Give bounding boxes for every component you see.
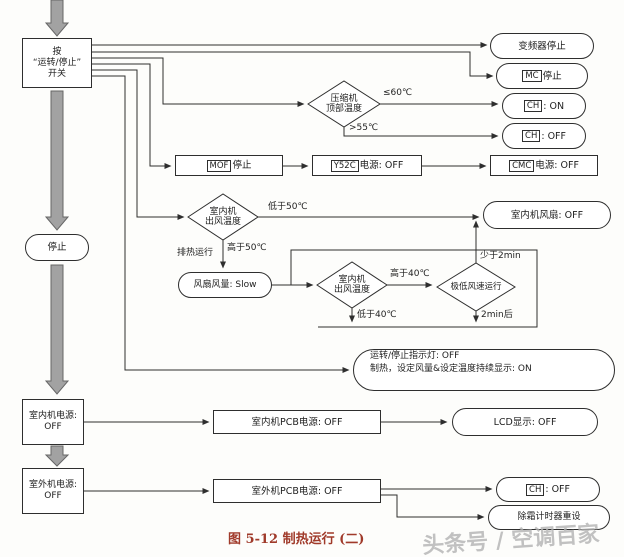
- node-label: 室外机PCB电源: OFF: [251, 485, 343, 497]
- node-label: 顶部温度: [325, 104, 362, 114]
- node-label: 室内机: [338, 274, 366, 285]
- diamond-label-outlet-temp-1: 室内机 出风温度: [190, 196, 256, 238]
- node-label: 除霜计时器重设: [517, 512, 581, 522]
- diamond-outlet-temp-1: [187, 193, 259, 241]
- node-label: OFF: [44, 422, 62, 432]
- diamond-outlet-temp-2: [316, 261, 388, 309]
- edge-label-above-40c: 高于40℃: [390, 269, 430, 279]
- node-label: 停止: [542, 70, 562, 82]
- node-label: 出风温度: [204, 217, 241, 227]
- relay-box-ch: CH: [522, 130, 541, 142]
- node-label: 制热，设定风量&设定温度持续显示: ON: [370, 364, 532, 374]
- diamond-very-low-speed: [436, 262, 516, 312]
- node-label: 按: [52, 46, 62, 57]
- node-label: : ON: [543, 100, 565, 112]
- terminator-ch-off-top: CH : OFF: [502, 123, 586, 149]
- node-label: : OFF: [545, 484, 570, 495]
- relay-box-y52c: Y52C: [330, 159, 359, 172]
- node-label: OFF: [44, 491, 62, 501]
- terminator-indicator-display: 运转/停止指示灯: OFF 制热，设定风量&设定温度持续显示: ON: [353, 349, 615, 391]
- thick-flow-arrow-4: [44, 445, 70, 467]
- node-label: 室外机电源:: [28, 480, 78, 490]
- relay-box-mof: MOF: [206, 159, 232, 172]
- terminator-indoor-fan-off: 室内机风扇: OFF: [483, 201, 611, 229]
- node-label: 停止: [232, 160, 252, 171]
- node-mof-stop: MOF 停止: [175, 155, 283, 176]
- relay-box-ch: CH: [523, 100, 543, 112]
- node-fan-slow: 风扇风量: Slow: [178, 272, 272, 298]
- node-label: 压缩机: [330, 93, 358, 104]
- node-label: 开关: [47, 68, 66, 79]
- node-label: 风扇风量: Slow: [193, 279, 257, 290]
- node-indoor-power-off: 室内机电源: OFF: [22, 399, 84, 445]
- node-label: 室内机PCB电源: OFF: [251, 416, 343, 428]
- edge-label-below-40c: 低于40℃: [357, 310, 397, 320]
- node-y52c-power-off: Y52C 电源: OFF: [312, 155, 422, 176]
- node-outdoor-pcb-power-off: 室外机PCB电源: OFF: [213, 479, 381, 503]
- node-label: “运转/停止”: [32, 57, 82, 68]
- edge-label-exhaust-run: 排热运行: [177, 248, 214, 258]
- node-cmc-power-off: CMC 电源: OFF: [490, 155, 598, 176]
- relay-box-ch: CH: [526, 483, 545, 496]
- node-label: 运转/停止指示灯: OFF: [370, 351, 460, 361]
- node-label: 电源: OFF: [535, 160, 579, 171]
- node-outdoor-power-off: 室外机电源: OFF: [22, 468, 84, 514]
- node-label: LCD显示: OFF: [493, 416, 557, 428]
- node-stop: 停止: [25, 234, 89, 261]
- edge-label-gt-55c: >55℃: [349, 123, 379, 133]
- terminator-ch-off-bottom: CH : OFF: [496, 477, 600, 502]
- relay-box-mc: MC: [522, 70, 542, 82]
- thick-flow-arrow-1: [44, 0, 70, 37]
- node-label: 电源: OFF: [359, 160, 404, 171]
- edge-label-le-60c: ≤60℃: [383, 88, 413, 98]
- node-label: 室内机: [209, 206, 237, 217]
- diamond-compressor-top-temp: [307, 80, 381, 128]
- diamond-label-outlet-temp-2: 室内机 出风温度: [319, 264, 385, 306]
- node-indoor-pcb-power-off: 室内机PCB电源: OFF: [213, 410, 381, 434]
- edge-label-above-50c: 高于50℃: [227, 243, 267, 253]
- terminator-defrost-timer-reset: 除霜计时器重设: [488, 505, 610, 530]
- edge-label-below-50c: 低于50℃: [268, 202, 308, 212]
- terminator-mc-stop: MC 停止: [496, 63, 588, 89]
- node-label: : OFF: [541, 130, 566, 142]
- diamond-label-very-low-speed: 极低风速运行: [439, 275, 513, 299]
- node-label: 室内机电源:: [28, 411, 78, 421]
- edge-label-less-2min: 少于2min: [480, 251, 521, 261]
- figure-caption: 图 5-12 制热运行 (二): [228, 532, 365, 547]
- edge-label-after-2min: 2min后: [481, 310, 513, 320]
- thick-flow-arrow-3: [44, 264, 70, 395]
- relay-box-cmc: CMC: [509, 159, 535, 172]
- diamond-label-compressor-top-temp: 压缩机 顶部温度: [310, 83, 378, 125]
- node-label: 极低风速运行: [450, 281, 502, 292]
- node-label: 出风温度: [333, 285, 370, 295]
- terminator-ch-on: CH : ON: [502, 93, 586, 119]
- terminator-lcd-off: LCD显示: OFF: [452, 408, 598, 436]
- terminator-inverter-stop: 变频器停止: [490, 33, 594, 59]
- node-label: 停止: [47, 242, 67, 253]
- node-label: 室内机风扇: OFF: [510, 209, 584, 221]
- thick-flow-arrow-2: [44, 90, 70, 231]
- node-press-run-stop-switch: 按 “运转/停止” 开关: [22, 38, 92, 88]
- node-label: 变频器停止: [518, 40, 566, 52]
